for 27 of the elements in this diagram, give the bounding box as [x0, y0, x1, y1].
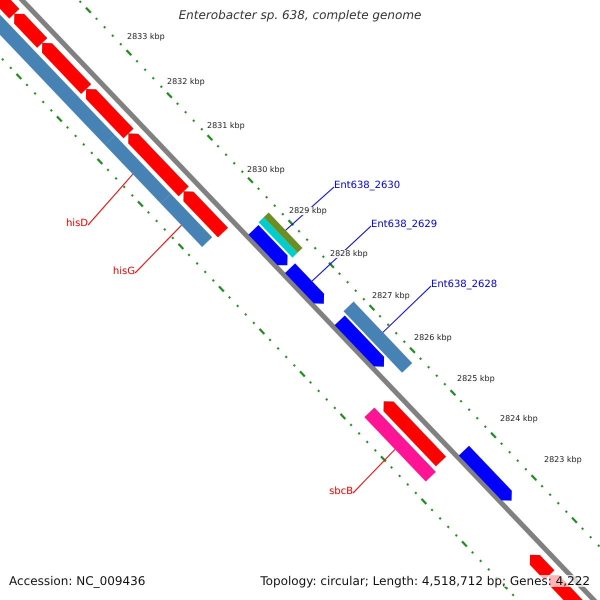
title: Enterobacter sp. 638, complete genome — [178, 9, 422, 21]
gene-bar — [364, 408, 436, 482]
scale-label: 2831 kbp — [207, 122, 245, 130]
gene-bar — [285, 263, 324, 304]
scale-label: 2825 kbp — [457, 375, 495, 383]
genome-stats-text: Topology: circular; Length: 4,518,712 bp; Genes: 4,222 — [260, 575, 590, 587]
leader-line — [134, 224, 182, 274]
leader-line — [88, 174, 134, 226]
scale-label: 2832 kbp — [167, 78, 205, 86]
scale-label: 2833 kbp — [127, 33, 165, 41]
accession-text: Accession: NC_009436 — [9, 575, 146, 587]
gene-label: sbcB — [329, 487, 353, 497]
leader-line — [382, 286, 432, 333]
gene-bar — [258, 212, 302, 258]
gene-label: hisG — [112, 267, 135, 277]
gene-label: Ent638_2629 — [371, 220, 438, 230]
leader-line — [312, 226, 372, 282]
leader-line — [352, 448, 396, 494]
gene-label: Ent638_2628 — [431, 280, 498, 290]
gene-bar — [344, 302, 412, 373]
gene-label: hisD — [66, 219, 88, 229]
gene-label: Ent638_2630 — [334, 181, 400, 191]
gene-bar — [160, 194, 212, 247]
scale-label: 2824 kbp — [500, 415, 538, 423]
gene-bar — [104, 135, 171, 204]
scale-label: 2823 kbp — [544, 456, 582, 464]
scale-label: 2830 kbp — [247, 166, 285, 174]
